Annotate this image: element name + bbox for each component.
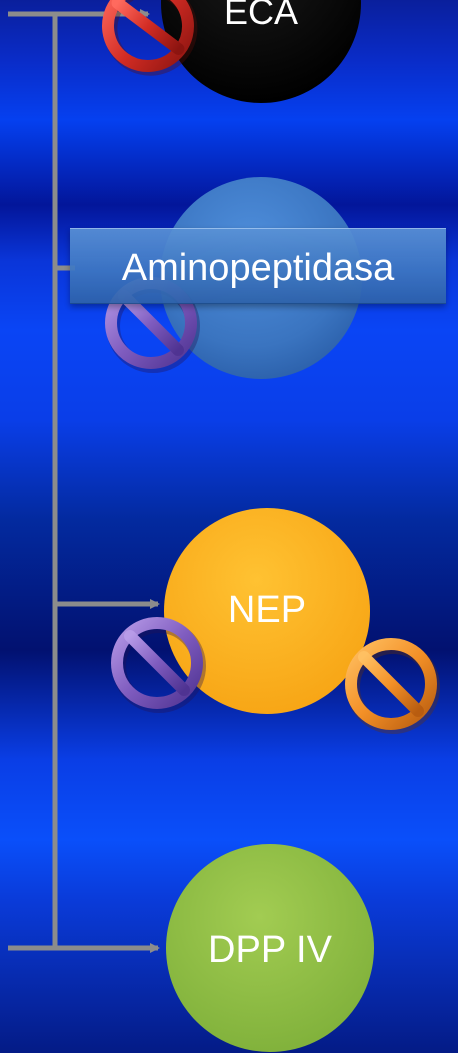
nep-label: NEP bbox=[227, 589, 307, 631]
dpp4-node bbox=[166, 844, 374, 1052]
nep-node bbox=[164, 508, 370, 714]
prohibited-icon-red bbox=[102, 0, 198, 76]
aminopeptidasa-label-box bbox=[70, 228, 446, 304]
prohibited-icon-orange bbox=[345, 638, 440, 734]
eca-label: ECA bbox=[223, 0, 299, 32]
prohibited-icon-purple bbox=[111, 617, 206, 713]
dpp4-label: DPP IV bbox=[208, 929, 332, 971]
connector-lines bbox=[8, 9, 160, 953]
aminopeptidasa-label: Aminopeptidasa bbox=[121, 247, 395, 289]
eca-node bbox=[161, 0, 361, 103]
